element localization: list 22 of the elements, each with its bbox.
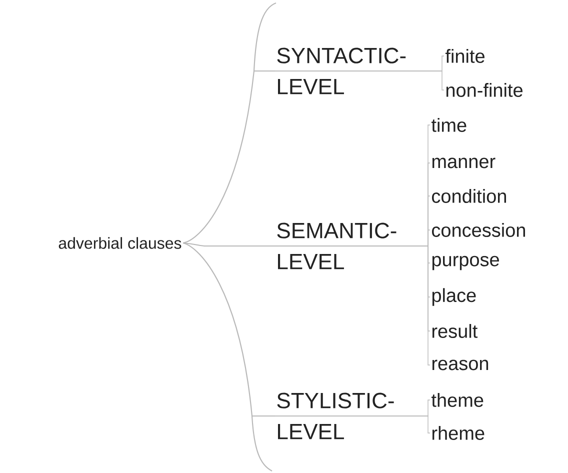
leaf-label: time bbox=[431, 118, 466, 132]
level-label: SYNTACTIC- LEVEL bbox=[277, 48, 406, 94]
leaf-label: purpose bbox=[432, 256, 499, 270]
leaf-label: concession bbox=[432, 223, 525, 237]
connector-line bbox=[274, 416, 430, 434]
connector-line bbox=[182, 242, 275, 417]
leaf-label: place bbox=[432, 288, 476, 306]
connector-line bbox=[274, 246, 430, 366]
connector-line bbox=[274, 70, 444, 90]
leaf-label: non-finite bbox=[446, 83, 522, 97]
leaf-label: finite bbox=[445, 49, 484, 63]
leaf-label: result bbox=[432, 324, 478, 338]
level-label: SEMANTIC- LEVEL bbox=[277, 222, 396, 270]
leaf-label: manner bbox=[432, 158, 496, 168]
leaf-label: theme bbox=[431, 393, 484, 407]
leaf-label: rheme bbox=[432, 426, 484, 440]
root-label: adverbial clauses bbox=[58, 237, 182, 249]
level-label: STYLISTIC- LEVEL bbox=[277, 392, 394, 440]
leaf-label: condition bbox=[432, 189, 506, 203]
leaf-label: reason bbox=[432, 360, 488, 370]
connector-line bbox=[182, 70, 275, 244]
connector-line bbox=[182, 242, 275, 247]
